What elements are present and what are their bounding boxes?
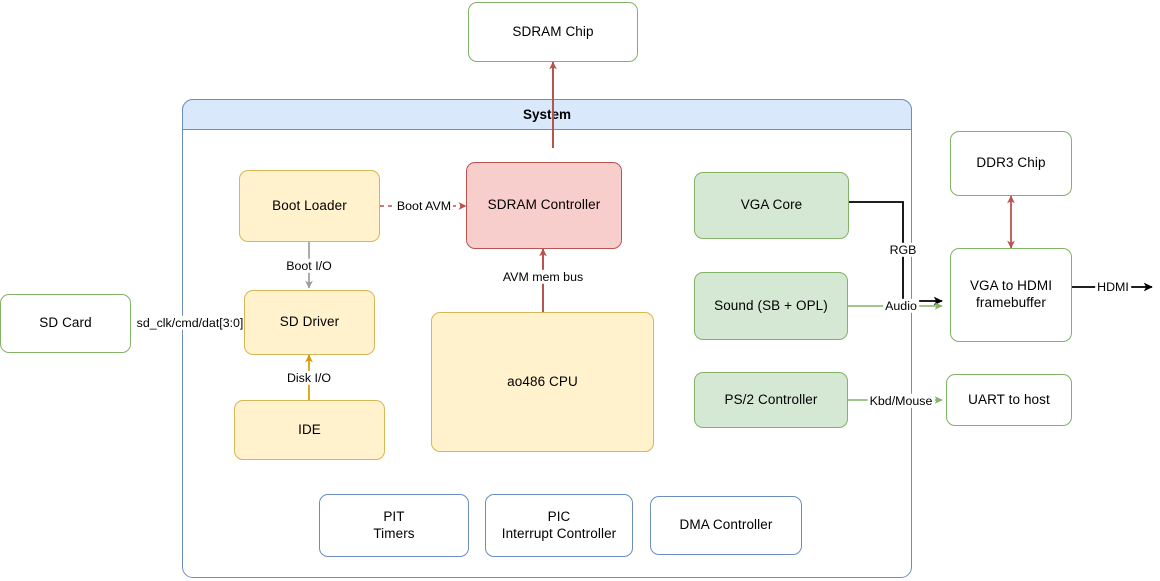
- node-sd-card[interactable]: SD Card: [0, 294, 131, 353]
- edge-label-boot-avm: Boot AVM: [394, 198, 454, 214]
- node-sdram-controller[interactable]: SDRAM Controller: [466, 162, 622, 249]
- node-ao486-cpu[interactable]: ao486 CPU: [431, 312, 654, 452]
- edge-label-disk-io: Disk I/O: [284, 370, 334, 386]
- edge-label-rgb: RGB: [887, 242, 919, 258]
- node-dma-controller[interactable]: DMA Controller: [650, 496, 802, 555]
- node-ide[interactable]: IDE: [234, 400, 385, 460]
- edge-label-avm-mem-bus: AVM mem bus: [500, 269, 586, 285]
- system-label: System: [522, 107, 572, 122]
- node-sound[interactable]: Sound (SB + OPL): [694, 272, 848, 340]
- edge-label-sd-lines: sd_clk/cmd/dat[3:0]: [134, 315, 246, 331]
- edge-label-boot-io: Boot I/O: [284, 258, 334, 274]
- node-vga-core[interactable]: VGA Core: [694, 172, 849, 239]
- node-ddr3-chip[interactable]: DDR3 Chip: [950, 131, 1072, 196]
- node-boot-loader[interactable]: Boot Loader: [239, 170, 380, 242]
- edge-label-kbd-mouse: Kbd/Mouse: [867, 393, 935, 409]
- node-vga-to-hdmi-framebuffer[interactable]: VGA to HDMI framebuffer: [950, 248, 1072, 342]
- node-pic-interrupt-controller[interactable]: PIC Interrupt Controller: [485, 494, 633, 557]
- node-uart-to-host[interactable]: UART to host: [946, 374, 1072, 426]
- edge-label-hdmi: HDMI: [1095, 279, 1131, 295]
- node-sdram-chip[interactable]: SDRAM Chip: [468, 2, 638, 62]
- node-sd-driver[interactable]: SD Driver: [244, 290, 375, 355]
- node-pit-timers[interactable]: PIT Timers: [319, 494, 469, 557]
- node-ps2-controller[interactable]: PS/2 Controller: [694, 372, 848, 428]
- system-container-header: System: [182, 99, 912, 130]
- edge-label-audio: Audio: [883, 298, 919, 314]
